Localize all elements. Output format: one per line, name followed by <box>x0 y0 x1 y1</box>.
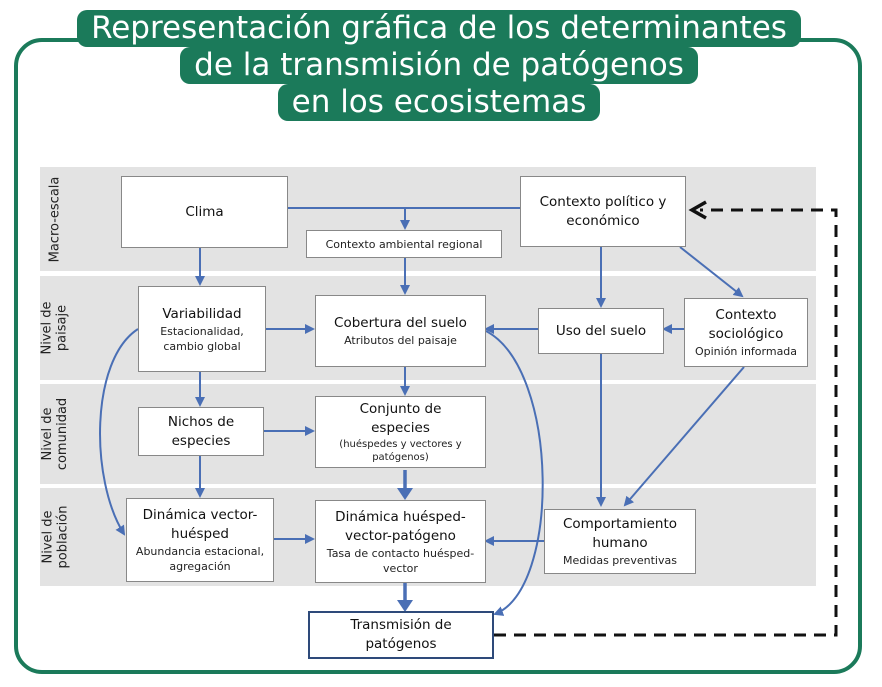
box-variabilidad: Variabilidad Estacionalidad, cambio glob… <box>138 286 266 372</box>
box-conjunto: Conjunto de especies (huéspedes y vector… <box>315 396 486 468</box>
box-contexto-politico: Contexto político y económico <box>520 176 686 247</box>
box-transmision: Transmisión de patógenos <box>308 611 494 659</box>
box-dinamica-hvp: Dinámica huésped-vector-patógeno Tasa de… <box>315 500 486 583</box>
box-nichos: Nichos de especies <box>138 407 264 456</box>
title-line-3: en los ecosistemas <box>277 84 601 121</box>
page-title: Representación gráfica de los determinan… <box>26 10 852 121</box>
box-clima: Clima <box>121 176 288 248</box>
box-uso-suelo: Uso del suelo <box>538 308 664 354</box>
title-line-1: Representación gráfica de los determinan… <box>77 10 801 47</box>
box-contexto-socio: Contexto sociológico Opinión informada <box>684 298 808 367</box>
box-cobertura: Cobertura del suelo Atributos del paisaj… <box>315 295 486 367</box>
title-line-2: de la transmisión de patógenos <box>180 47 698 84</box>
box-contexto-ambiental: Contexto ambiental regional <box>306 230 502 258</box>
box-comportamiento: Comportamiento humano Medidas preventiva… <box>544 509 696 574</box>
box-dinamica-vh: Dinámica vector-huésped Abundancia estac… <box>126 498 274 582</box>
